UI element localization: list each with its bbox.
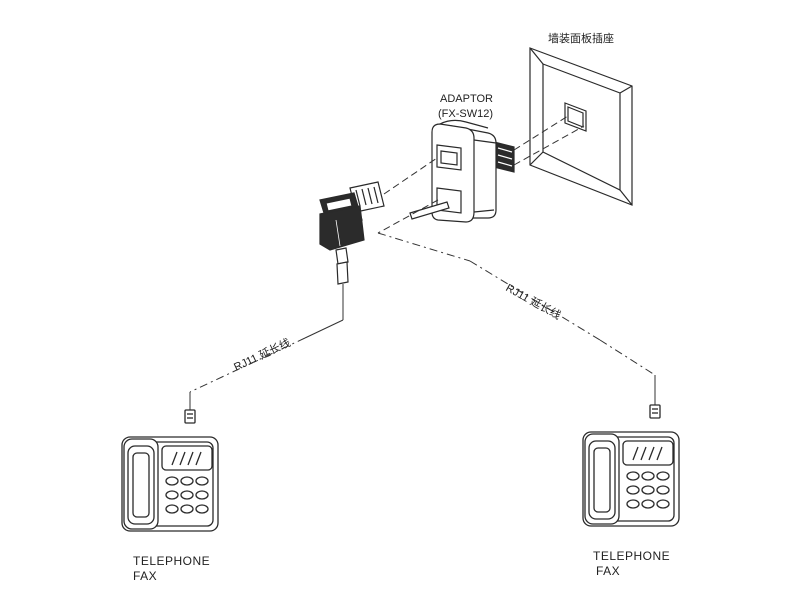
phone-right-label-line2: FAX (596, 564, 620, 578)
phone-left-label-line2: FAX (133, 569, 157, 583)
adaptor-label-line1: ADAPTOR (440, 93, 493, 105)
rj11-cable-left (189, 284, 344, 410)
telephone-fax-right (582, 404, 680, 527)
wall-panel-socket (529, 47, 633, 206)
rj11-plug-connector (319, 181, 385, 285)
phone-right-label-line1: TELEPHONE (593, 549, 670, 563)
cable-right-label: RJ11 延长线 (504, 280, 564, 322)
rj11-cable-right (377, 232, 656, 405)
phone-left-label-line1: TELEPHONE (133, 554, 210, 568)
telephone-fax-left (121, 409, 219, 532)
adaptor-fx-sw12 (409, 119, 515, 223)
wall-panel-label: 墙装面板插座 (548, 31, 614, 45)
connection-guides (377, 115, 585, 234)
adaptor-label-line2: (FX-SW12) (438, 108, 493, 120)
cable-left-label: RJ11 延长线 (231, 335, 292, 373)
